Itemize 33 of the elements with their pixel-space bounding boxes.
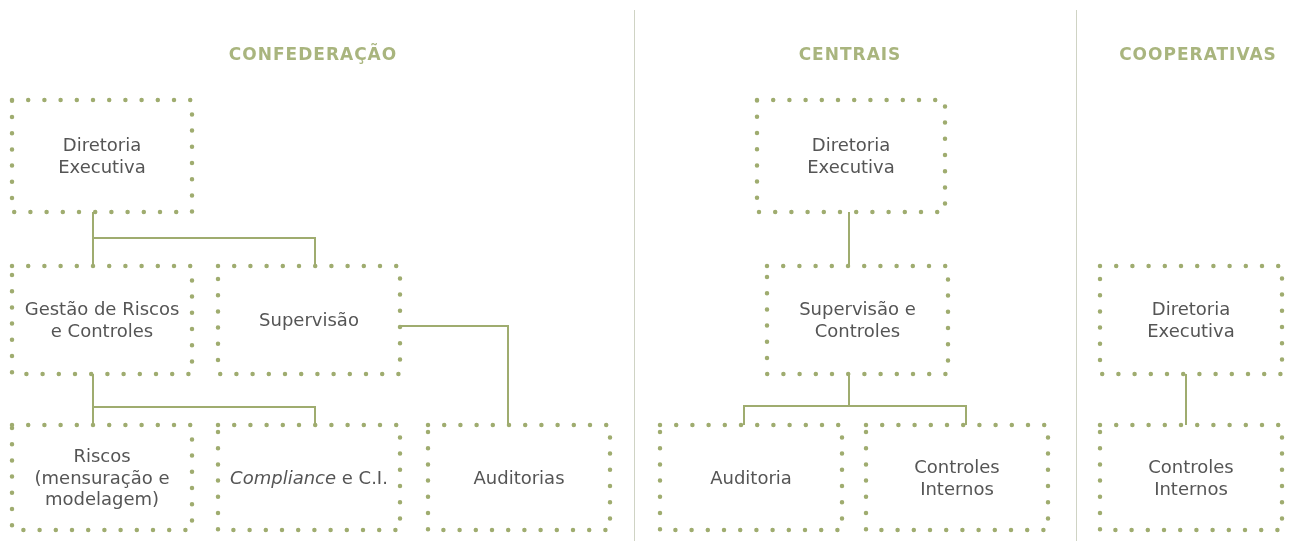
dotted-box bbox=[428, 425, 610, 530]
box-label: Riscos (mensuração e modelagem) bbox=[33, 444, 171, 511]
dotted-box bbox=[218, 425, 400, 530]
dotted-box bbox=[218, 266, 400, 374]
box-label: Auditoria bbox=[709, 466, 793, 489]
dotted-box bbox=[767, 266, 948, 374]
box-label: Diretoria Executiva bbox=[806, 134, 896, 178]
connector-line bbox=[399, 325, 509, 426]
box-label: Controles Internos bbox=[913, 455, 1001, 500]
dotted-box bbox=[866, 425, 1048, 530]
column-heading: COOPERATIVAS bbox=[1119, 44, 1277, 64]
dotted-box bbox=[1100, 425, 1282, 530]
dotted-box bbox=[12, 100, 192, 212]
dotted-box bbox=[12, 425, 192, 530]
box-label: Diretoria Executiva bbox=[57, 134, 147, 178]
connector-line bbox=[92, 373, 316, 426]
box-label: Compliance e C.I. bbox=[229, 466, 389, 489]
dotted-box bbox=[12, 266, 192, 374]
connector-line bbox=[1185, 373, 1187, 426]
box-label: Supervisão bbox=[258, 309, 360, 331]
box-label: Controles Internos bbox=[1147, 455, 1235, 500]
dotted-box bbox=[757, 100, 945, 212]
connector-line bbox=[92, 211, 316, 267]
box-label: Supervisão e Controles bbox=[798, 298, 917, 342]
box-label: Diretoria Executiva bbox=[1146, 298, 1236, 342]
connector-line bbox=[848, 211, 850, 267]
box-label: Auditorias bbox=[472, 466, 566, 489]
box-label: Gestão de Riscos e Controles bbox=[23, 298, 181, 342]
connector-line bbox=[848, 373, 967, 426]
dotted-box bbox=[660, 425, 842, 530]
column-heading: CONFEDERAÇÃO bbox=[228, 44, 398, 64]
column-heading: CENTRAIS bbox=[798, 44, 902, 64]
dotted-box bbox=[1100, 266, 1282, 374]
